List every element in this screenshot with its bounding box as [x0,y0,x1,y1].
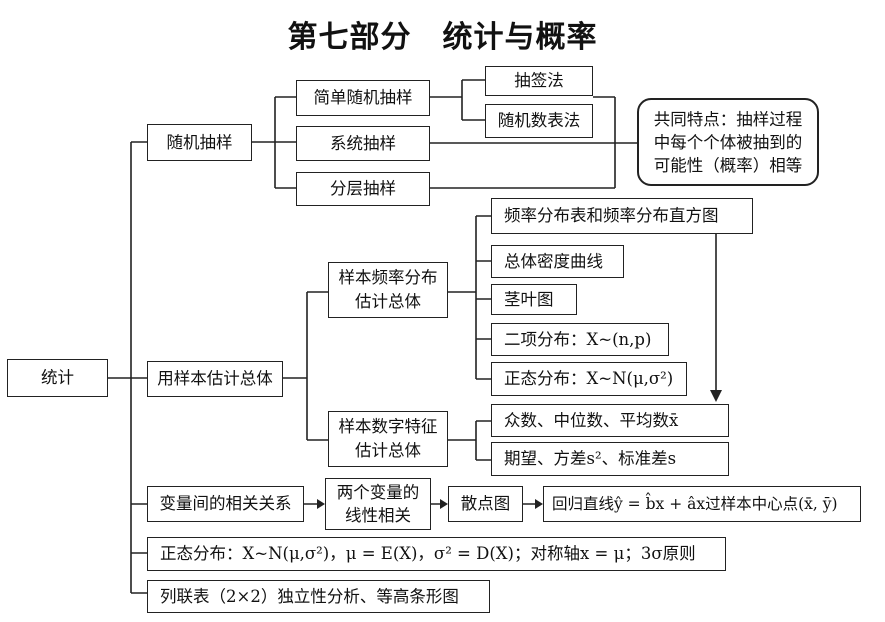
node-frequency-distribution: 样本频率分布估计总体 [328,262,448,318]
freq-branch-lines [448,215,491,380]
node-simple-random-sampling: 简单随机抽样 [296,80,430,116]
simple-random-branch-lines [430,79,485,121]
node-sample-estimate: 用样本估计总体 [147,361,283,397]
estimate-branch-lines [283,291,328,441]
node-stem-leaf: 茎叶图 [491,284,577,315]
node-statistics: 统计 [7,359,108,397]
common-feature-bracket [430,96,637,189]
node-mode-median-mean: 众数、中位数、平均数x̄ [491,404,729,437]
node-contingency-table: 列联表（2×2）独立性分析、等高条形图 [147,580,490,613]
arrow-head [710,390,722,402]
node-normal-distribution-full: 正态分布：X~N(μ,σ²)，μ = E(X)，σ² = D(X)；对称轴x =… [147,537,726,571]
node-binomial-distribution: 二项分布：X~(n,p) [491,323,669,356]
node-linear-correlation: 两个变量的线性相关 [325,478,431,530]
trunk-line [108,141,147,594]
node-expectation-variance-sd: 期望、方差s²、标准差s [491,442,729,476]
node-lottery-method: 抽签法 [485,66,593,96]
node-scatter-plot: 散点图 [448,486,523,522]
num-features-branch-lines [448,420,491,461]
node-regression-line: 回归直线ŷ = b̂x + âx过样本中心点(x̄, ȳ) [543,486,861,522]
node-random-sampling: 随机抽样 [147,124,252,161]
node-numerical-features: 样本数字特征估计总体 [328,411,448,467]
arrow-head-chain-1 [317,499,325,509]
node-random-number-table: 随机数表法 [485,104,593,138]
node-correlation: 变量间的相关关系 [147,486,304,522]
sampling-branch-lines [252,96,296,189]
node-density-curve: 总体密度曲线 [491,245,624,278]
node-systematic-sampling: 系统抽样 [296,126,430,161]
node-normal-distribution-short: 正态分布：X~N(μ,σ²) [491,362,687,396]
node-stratified-sampling: 分层抽样 [296,172,430,206]
arrow-head-chain-2 [440,499,448,509]
node-common-feature: 共同特点：抽样过程中每个个体被抽到的可能性（概率）相等 [637,98,819,186]
arrow-head-chain-3 [535,499,543,509]
node-frequency-table-histogram: 频率分布表和频率分布直方图 [491,198,753,234]
page-title: 第七部分 统计与概率 [287,20,598,55]
